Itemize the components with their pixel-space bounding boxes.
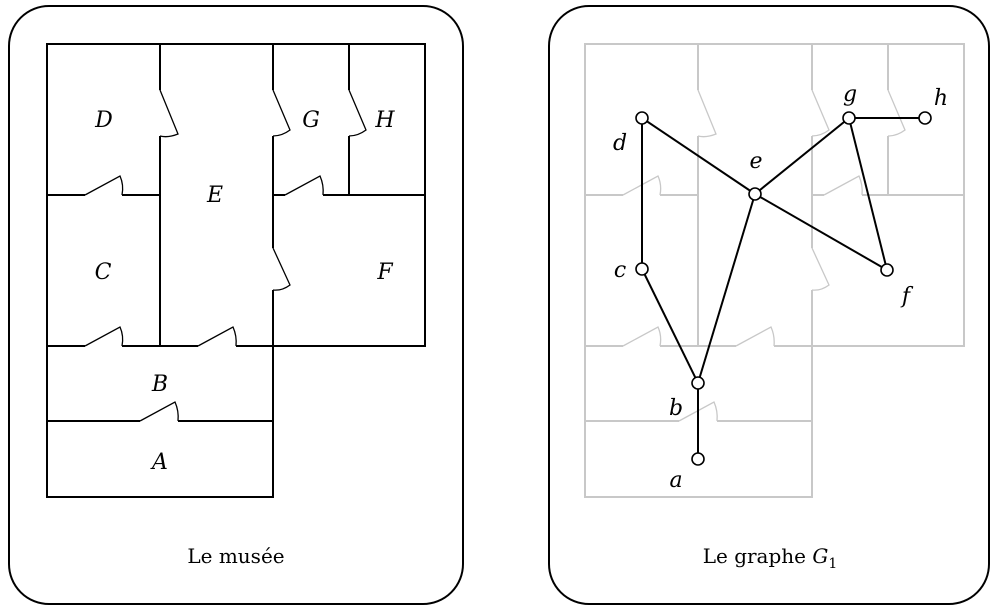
vertex-c — [635, 262, 649, 276]
door-b-a — [139, 401, 179, 422]
edge-b-c — [641, 268, 699, 384]
room-label-c: C — [95, 260, 112, 285]
faded-door — [735, 326, 775, 347]
door-g-f — [284, 175, 324, 196]
room-label-f: F — [376, 260, 393, 285]
graph-caption-var: G — [812, 544, 828, 568]
vertex-label-c: c — [614, 258, 626, 283]
museum-caption: Le musée — [187, 544, 284, 568]
edge-d-e — [641, 117, 756, 195]
edge-e-g — [754, 117, 850, 195]
graph-caption: Le graphe G1 — [703, 544, 838, 572]
faded-door — [823, 175, 863, 196]
vertex-label-g: g — [843, 82, 857, 107]
room-label-h: H — [374, 108, 395, 133]
room-label-a: A — [150, 450, 168, 475]
vertex-label-e: e — [749, 149, 762, 174]
vertex-a — [691, 452, 705, 466]
vertex-e — [748, 187, 762, 201]
vertex-label-a: a — [669, 468, 682, 493]
door-e-f — [272, 247, 291, 291]
graph-vertices — [635, 111, 932, 466]
faded-door — [678, 401, 718, 422]
door-e-b — [197, 326, 237, 347]
faded-door — [811, 247, 830, 291]
edge-g-f — [848, 117, 888, 271]
vertex-label-b: b — [669, 396, 683, 421]
edge-b-e — [697, 193, 756, 384]
graph-caption-sub: 1 — [828, 556, 837, 572]
graph-panel — [548, 5, 990, 605]
vertex-d — [635, 111, 649, 125]
vertex-f — [880, 263, 894, 277]
vertex-label-d: d — [613, 131, 627, 156]
faded-door — [622, 326, 662, 347]
door-d-c — [84, 175, 124, 196]
vertex-g — [842, 111, 856, 125]
museum-floorplan — [46, 43, 426, 498]
graph-caption-prefix: Le graphe — [703, 544, 813, 568]
door-c-b — [84, 326, 124, 347]
vertex-b — [691, 376, 705, 390]
room-label-b: B — [151, 372, 168, 397]
faded-door — [697, 89, 717, 138]
museum-panel — [8, 5, 464, 605]
faded-floorplan — [584, 43, 965, 498]
door-g-h — [348, 89, 367, 137]
door-d-e — [159, 89, 179, 138]
faded-door — [887, 89, 906, 137]
vertex-label-h: h — [934, 86, 948, 111]
faded-door — [622, 175, 662, 196]
door-e-g — [272, 89, 291, 137]
edge-e-f — [754, 193, 888, 271]
room-label-e: E — [206, 183, 223, 208]
room-label-d: D — [94, 108, 113, 133]
faded-door — [811, 89, 830, 137]
room-label-g: G — [302, 108, 320, 133]
vertex-h — [918, 111, 932, 125]
graph-edges — [641, 117, 925, 459]
